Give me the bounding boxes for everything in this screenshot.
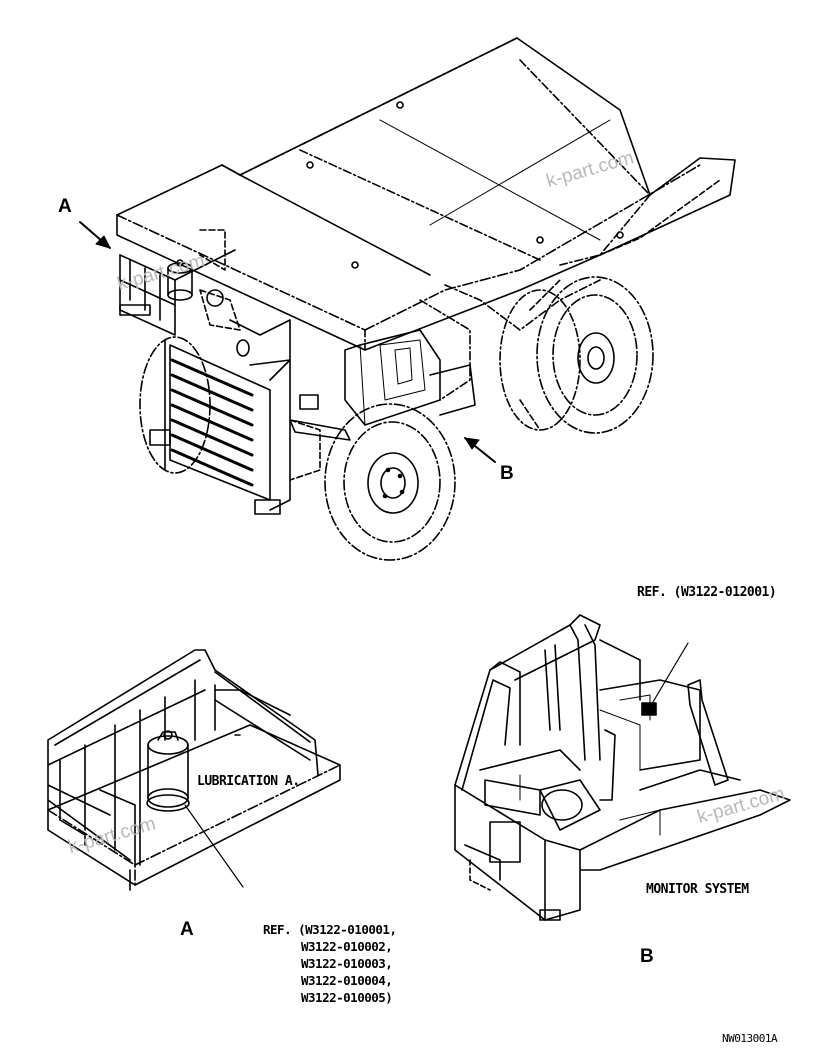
ref-a-line-1: REF. (W3122-010001, (263, 922, 397, 937)
detail-a-caption: A (180, 919, 194, 940)
cab (289, 329, 476, 441)
detail-b-illustration (454, 614, 791, 921)
detail-b-caption: B (640, 946, 654, 967)
monitor-system-label: MONITOR SYSTEM (646, 882, 749, 897)
front-wheel (324, 403, 456, 561)
ref-a-line-2: W3122-010002, (301, 939, 393, 954)
ref-b-label: REF. (W3122-012001) (637, 585, 777, 600)
lubrication-tank (167, 259, 193, 301)
rear-wheel (499, 276, 654, 434)
deck-handrail (119, 249, 236, 336)
drawing-number: NW013001A (722, 1032, 778, 1045)
detail-a-illustration (47, 649, 341, 891)
view-b-label: B (500, 463, 514, 484)
ref-a-line-5: W3122-010005) (301, 990, 393, 1005)
lubrication-label: LUBRICATION A. (197, 774, 300, 789)
radiator-grille (149, 339, 321, 515)
view-a-label: A (58, 196, 72, 217)
dump-truck-illustration (79, 37, 736, 561)
ref-a-line-3: W3122-010003, (301, 956, 393, 971)
ref-a-line-4: W3122-010004, (301, 973, 393, 988)
